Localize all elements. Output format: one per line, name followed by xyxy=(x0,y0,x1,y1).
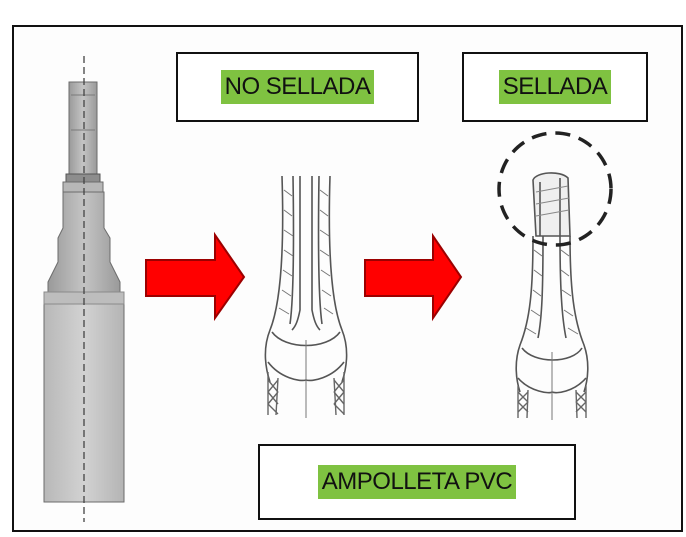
ampoule-drawing xyxy=(43,56,125,522)
unsealed-tip-drawing xyxy=(264,175,348,418)
ampoule-label: AMPOLLETA PVC xyxy=(317,465,517,499)
right-arrow-icon xyxy=(364,232,463,322)
right-arrow-icon xyxy=(145,231,246,322)
not-sealed-label: NO SELLADA xyxy=(220,70,375,104)
sealed-label: SELLADA xyxy=(498,70,612,104)
not-sealed-label-box: NO SELLADA xyxy=(176,52,419,122)
sealed-label-box: SELLADA xyxy=(462,52,648,122)
sealed-tip-drawing xyxy=(515,172,589,420)
seal-highlight-circle xyxy=(497,131,613,247)
ampoule-label-box: AMPOLLETA PVC xyxy=(258,444,576,520)
